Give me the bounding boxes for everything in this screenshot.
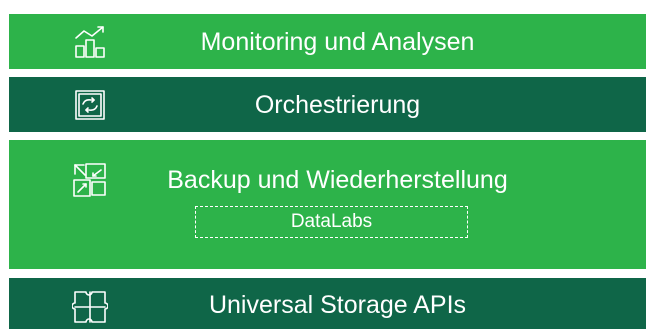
backup-restore-icon: [72, 162, 108, 198]
layer-monitoring: Monitoring und Analysen: [9, 14, 646, 69]
datalabs-box: DataLabs: [195, 206, 468, 238]
orchestration-icon: [72, 87, 108, 123]
layer-label: Orchestrierung: [254, 91, 421, 119]
chart-icon: [72, 24, 108, 60]
layer-label: Monitoring und Analysen: [200, 28, 475, 56]
layer-storage-apis: Universal Storage APIs: [9, 278, 646, 329]
layer-label: Universal Storage APIs: [208, 291, 467, 319]
layer-label: Backup und Wiederherstellung: [167, 166, 508, 194]
layer-backup: Backup und Wiederherstellung DataLabs: [9, 140, 646, 269]
puzzle-icon: [72, 289, 108, 325]
layer-orchestration: Orchestrierung: [9, 77, 646, 132]
